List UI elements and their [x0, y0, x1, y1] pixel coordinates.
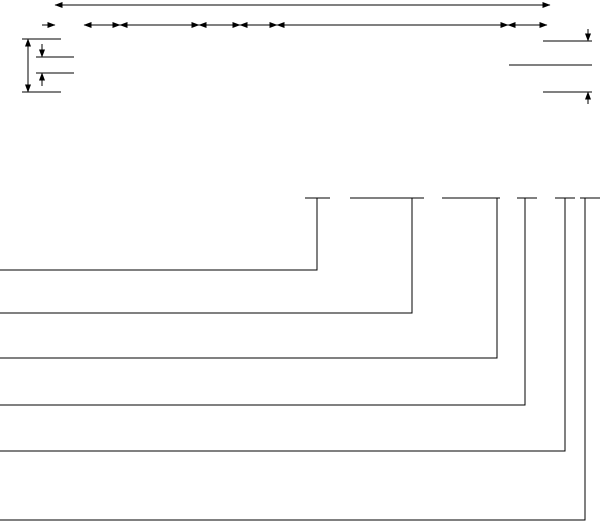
left-height-dimension — [22, 38, 74, 93]
right-height-dimension — [509, 29, 592, 104]
callout-leader-lines — [0, 197, 600, 521]
